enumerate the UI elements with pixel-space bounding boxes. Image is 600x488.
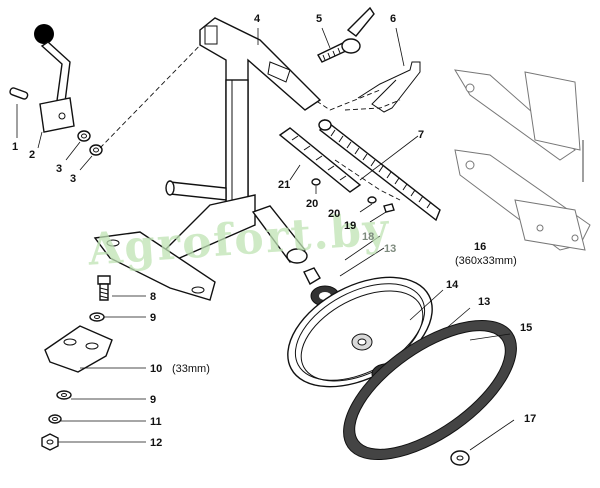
part-6-spring-clip xyxy=(357,27,421,113)
part-20-small-washers xyxy=(311,178,377,213)
label-part-15: 15 xyxy=(520,322,532,334)
part-12-nut xyxy=(41,433,146,451)
label-part-17: 17 xyxy=(524,413,536,425)
part-17-valve-cap xyxy=(450,419,515,466)
part-7-threaded-spindle xyxy=(318,118,441,222)
label-part-16: 16 xyxy=(474,241,486,253)
part-5-bolt xyxy=(317,6,375,63)
part-15-tire xyxy=(343,319,517,461)
label-part-20-second: 20 xyxy=(328,208,340,220)
label-part-3-second: 3 xyxy=(70,173,76,185)
part-19-screw xyxy=(369,203,395,223)
label-part-18: 18 xyxy=(362,231,374,243)
label-part-5: 5 xyxy=(316,13,322,25)
label-part-11: 11 xyxy=(150,416,162,428)
part-labels: 1 2 3 3 4 5 6 7 21 20 20 19 18 13 16 (36… xyxy=(12,13,536,449)
part-4-main-frame xyxy=(93,17,322,301)
label-part-12: 12 xyxy=(150,437,162,449)
part-9-washers xyxy=(56,312,146,400)
part-8-bolt xyxy=(97,275,146,301)
label-part-10: 10 xyxy=(150,363,162,375)
label-part-9-lower: 9 xyxy=(150,394,156,406)
watermark-text: Agrofort.by xyxy=(85,204,392,276)
label-part-10-size: (33mm) xyxy=(172,363,210,375)
label-part-14: 14 xyxy=(446,279,459,291)
label-part-20-first: 20 xyxy=(306,198,318,210)
part-1-pin xyxy=(9,87,29,138)
label-part-8: 8 xyxy=(150,291,156,303)
label-part-2: 2 xyxy=(29,149,35,161)
mounting-plates xyxy=(454,69,591,251)
label-part-21: 21 xyxy=(278,179,290,191)
part-21-scale-bar xyxy=(278,127,362,193)
label-part-1: 1 xyxy=(12,141,18,153)
label-part-16-size: (360x33mm) xyxy=(455,255,517,267)
label-part-13-lower: 13 xyxy=(478,296,490,308)
part-10-clamp-plate xyxy=(44,325,146,373)
part-11-lock-washer xyxy=(48,414,146,424)
label-part-4: 4 xyxy=(254,13,261,25)
label-part-7: 7 xyxy=(418,129,424,141)
label-part-13-upper: 13 xyxy=(384,243,396,255)
label-part-6: 6 xyxy=(390,13,396,25)
part-2-crank-handle xyxy=(34,24,75,149)
part-3-washers xyxy=(65,130,103,171)
label-part-3-first: 3 xyxy=(56,163,62,175)
label-part-19: 19 xyxy=(344,220,356,232)
label-part-9-upper: 9 xyxy=(150,312,156,324)
